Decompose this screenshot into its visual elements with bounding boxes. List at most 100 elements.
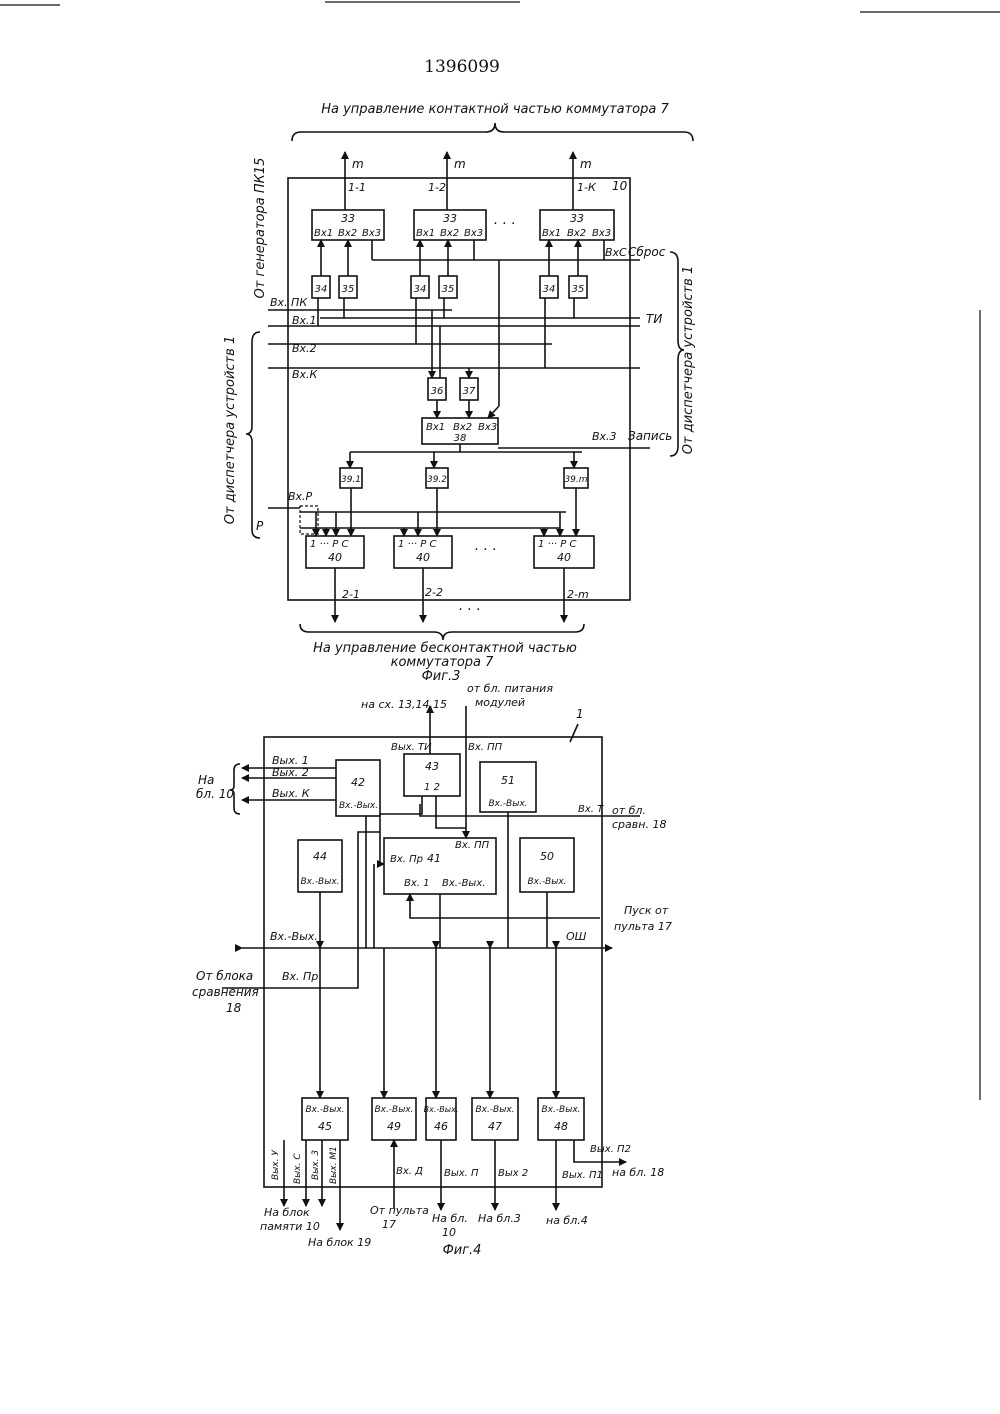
block-48-port: Вх.-Вых.: [541, 1105, 580, 1115]
block-41-in-pp: Вх. ПП: [455, 840, 490, 851]
block-40-label: 40: [328, 551, 342, 564]
block-34-label: 34: [543, 284, 556, 295]
start-label-1: Пуск от: [624, 904, 669, 917]
port-vx1: Вх1: [416, 228, 435, 239]
to-bl10b-1: На бл.: [432, 1212, 468, 1225]
port-vx1: Вх1: [542, 228, 561, 239]
wire: [436, 796, 466, 828]
out-1-2-label: 1-2: [428, 181, 446, 194]
power-label-1: от бл. питания: [467, 682, 553, 695]
fig3-bottom-brace: [300, 624, 584, 640]
port-vx3: Вх3: [464, 228, 483, 239]
block-35-label: 35: [572, 284, 585, 295]
out-m-label: m: [352, 157, 364, 171]
input-3-label: Вх.3: [592, 430, 617, 443]
to-bl3: На бл.3: [478, 1212, 521, 1225]
to-bl10-1: На: [198, 773, 214, 787]
out-p-label: Вых. П: [444, 1168, 479, 1179]
input-p-label: Вх.Р: [288, 490, 313, 503]
block-50-port: Вх.-Вых.: [527, 877, 566, 887]
from-panel-1: От пульта: [370, 1204, 429, 1217]
block-42-label: 42: [351, 776, 365, 789]
start-line: [410, 894, 600, 918]
wire: [488, 406, 499, 418]
right-label-dispatcher: От диспетчера устройств 1: [681, 266, 696, 454]
figure-3: На управление контактной частью коммутат…: [223, 102, 696, 684]
in-pr-label: Вх. Пр: [282, 970, 318, 983]
to-bl10b-2: 10: [442, 1226, 456, 1239]
left-label-generator: От генератора ПК15: [253, 158, 268, 299]
out-m1-label: Вых. М1: [329, 1146, 339, 1184]
block-41-port: Вх.-Вых.: [442, 878, 485, 889]
block-39-m-label: 39.m: [564, 475, 587, 485]
block-47-port: Вх.-Вых.: [475, 1105, 514, 1115]
out-1-1-label: 1-1: [348, 181, 366, 194]
to-scheme-label: на сх. 13,14,15: [361, 698, 447, 711]
block-48-label: 48: [554, 1120, 568, 1133]
bus-osh-label: ОШ: [566, 930, 587, 943]
out-ti-label: Вых. ТИ: [391, 742, 432, 753]
port-vx1: Вх1: [426, 422, 445, 433]
ti-label: ТИ: [646, 312, 662, 326]
out-m-label: m: [454, 157, 466, 171]
fig3-bottom-label-1: На управление бесконтактной частью: [313, 641, 577, 656]
port-vx2: Вх2: [440, 228, 459, 239]
block-50-label: 50: [540, 850, 554, 863]
port-vx3: Вх3: [592, 228, 611, 239]
out-m-label: m: [580, 157, 592, 171]
block-47-label: 47: [488, 1120, 502, 1133]
port-vx2: Вх2: [567, 228, 586, 239]
block-34-label: 34: [315, 284, 328, 295]
left-label-dispatcher: От диспетчера устройств 1: [223, 336, 238, 524]
block-41-label: 41: [427, 852, 441, 865]
block-38-label: 38: [454, 433, 467, 444]
out-p2-label: Вых. П2: [590, 1144, 631, 1155]
out-brace: [230, 764, 240, 814]
from-block-1: От блока: [196, 969, 253, 983]
from-block-2: сравнения: [192, 985, 259, 999]
patent-number: 1396099: [424, 57, 500, 77]
block-46-port: Вх.-Вых.: [424, 1105, 459, 1114]
out-2-1-label: 2-1: [342, 588, 360, 601]
out-1-k-label: 1-К: [577, 181, 597, 194]
fig3-top-brace: [292, 123, 693, 141]
figure-4: 1 на сх. 13,14,15 от бл. питания модулей…: [192, 682, 672, 1258]
block-33-label: 33: [341, 212, 355, 225]
to-block-19: На блок 19: [308, 1236, 371, 1249]
out-k-label: Вых. К: [272, 787, 311, 800]
port-vx2: Вх2: [453, 422, 472, 433]
out-3-label: Вых. 3: [311, 1150, 321, 1180]
input-1-label: Вх.1: [292, 314, 317, 327]
from-block-3: 18: [226, 1001, 242, 1015]
from-cmp-2: сравн. 18: [612, 818, 666, 831]
out-2b-label: Вых 2: [498, 1168, 528, 1179]
block-40-ports: 1 ··· Р С: [398, 539, 436, 550]
block-41-in-1: Вх. 1: [404, 878, 430, 889]
fig4-block-number: 1: [576, 707, 584, 721]
port-vxc: ВхС: [605, 246, 627, 259]
block-35-label: 35: [342, 284, 355, 295]
write-label: Запись: [628, 429, 672, 443]
bus-vx-vyx-label: Вх.-Вых.: [270, 930, 318, 943]
block-46-label: 46: [434, 1120, 448, 1133]
fig3-bottom-label-2: коммутатора 7: [391, 655, 495, 670]
to-mem-2: памяти 10: [260, 1220, 320, 1233]
block-37-label: 37: [463, 386, 476, 397]
left-brace: [246, 332, 260, 538]
fig3-block-number: 10: [612, 179, 628, 193]
in-pp-label: Вх. ПП: [468, 742, 503, 753]
out-u-label: Вых. У: [271, 1150, 281, 1180]
fig3-dots-top: · · ·: [493, 216, 515, 232]
fig4-caption: Фиг.4: [443, 1243, 482, 1258]
input-2-label: Вх.2: [292, 342, 317, 355]
reset-label: Сброс: [628, 245, 666, 259]
block-33-label: 33: [443, 212, 457, 225]
from-cmp-1: от бл.: [612, 804, 646, 817]
out-2-2-label: 2-2: [425, 586, 443, 599]
fig3-dots-bottom: · · ·: [474, 542, 496, 558]
block-51-port: Вх.-Вых.: [488, 799, 527, 809]
port-vx3: Вх3: [362, 228, 381, 239]
block-43-ports: 1 2: [424, 782, 440, 793]
block-49-label: 49: [387, 1120, 401, 1133]
out-2-m-label: 2-m: [567, 588, 589, 601]
